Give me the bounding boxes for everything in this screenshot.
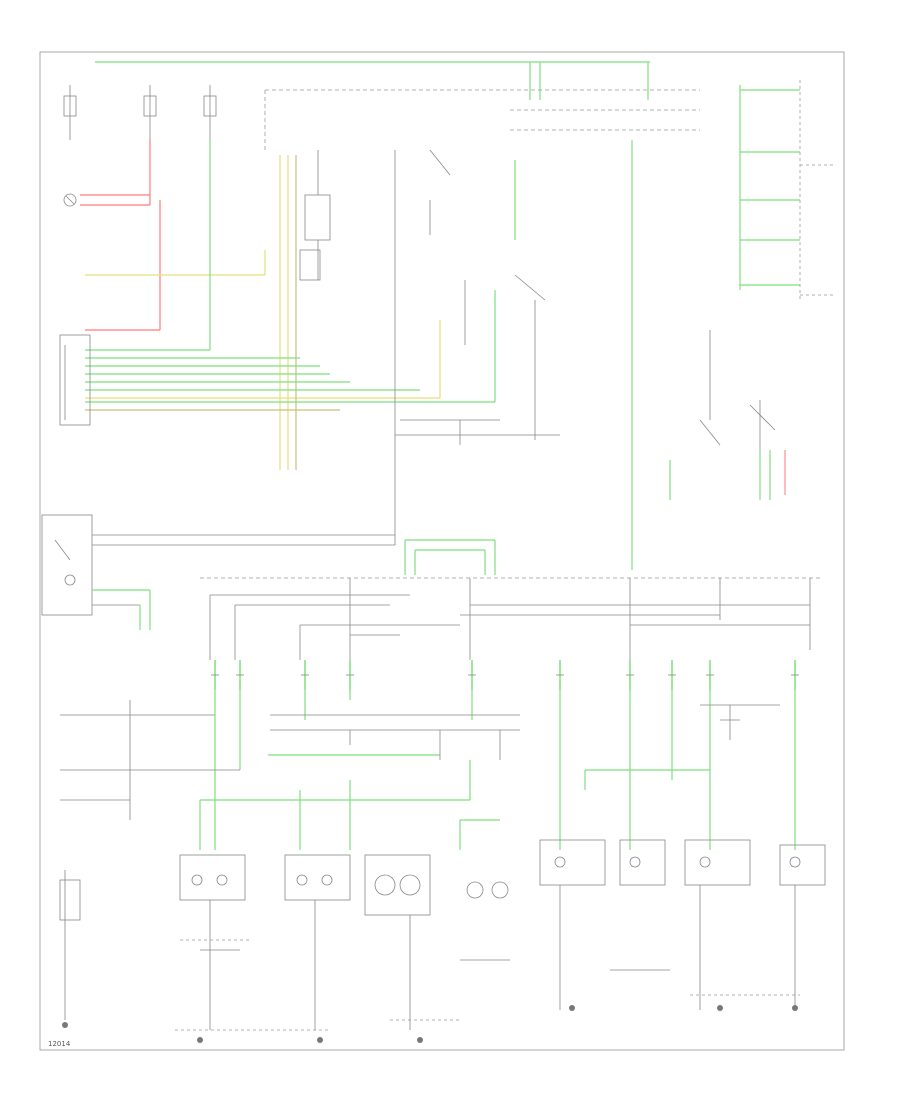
diagram-frame bbox=[39, 51, 845, 1051]
lower-green-wires bbox=[199, 690, 796, 850]
ground-symbols bbox=[62, 1005, 798, 1043]
green-harness-left bbox=[85, 140, 496, 403]
top-dashed-bus bbox=[264, 89, 700, 150]
green-left-mid bbox=[92, 589, 151, 630]
ground-dashed bbox=[175, 939, 800, 1031]
main-bus-lines bbox=[209, 578, 811, 660]
green-vertical-center bbox=[514, 140, 633, 570]
green-bracket bbox=[404, 539, 496, 575]
ground-paths bbox=[59, 870, 796, 1030]
switch-group-right bbox=[699, 330, 776, 450]
right-column-top bbox=[739, 85, 800, 290]
lower-black-wires bbox=[60, 700, 780, 820]
lamp-boxes-lower bbox=[179, 839, 826, 916]
top-red-wires bbox=[80, 140, 161, 331]
olive-wires bbox=[85, 155, 340, 470]
right-column-dashed bbox=[799, 80, 835, 300]
fuse-blocks-top-left bbox=[63, 85, 217, 140]
left-switch-module bbox=[41, 514, 395, 616]
lamp-symbol-top bbox=[63, 193, 77, 207]
top-power-bus bbox=[95, 61, 650, 100]
footer-code: 12014 bbox=[48, 1040, 71, 1048]
green-right-mid bbox=[669, 450, 771, 500]
left-connector-block bbox=[59, 334, 91, 426]
yellow-wires bbox=[85, 155, 441, 470]
switch-group-center bbox=[394, 149, 560, 545]
relay-top-middle bbox=[299, 150, 331, 281]
